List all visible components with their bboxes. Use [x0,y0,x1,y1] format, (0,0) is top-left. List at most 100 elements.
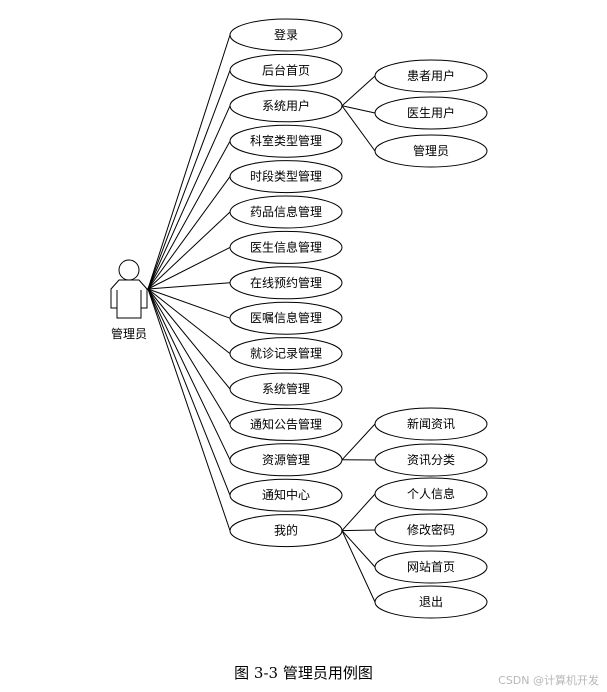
use-case-label: 医嘱信息管理 [250,310,322,325]
sub-case-logout: 退出 [374,585,488,619]
sub-case-admin: 管理员 [374,134,488,168]
sub-case-label: 新闻资讯 [407,416,455,431]
sub-link-logout [341,530,376,603]
use-case-ellipse [229,160,343,194]
use-case-label: 我的 [274,523,298,538]
actor-link-advice-info [147,288,231,319]
watermark: CSDN @计算机开发 [498,674,599,687]
actor-admin: 管理员 [110,259,148,341]
use-case-label: 后台首页 [262,62,310,77]
actor-link-slot-type [147,176,231,290]
use-case-ellipse [229,230,343,264]
actor-link-dept-type [147,140,231,290]
sub-link-news [341,423,376,461]
actor-link-resource-mgmt [147,288,231,461]
use-case-label: 就诊记录管理 [250,346,322,361]
use-case-system-users: 系统用户 [229,89,343,123]
actor-link-doctor-info [147,246,231,290]
sub-case-ellipse [374,443,488,477]
sub-case-label: 修改密码 [407,522,455,537]
connector-lines [147,34,376,603]
sub-case-patient-user: 患者用户 [374,59,488,93]
actor-body [110,279,148,319]
use-case-ellipse [229,478,343,512]
use-case-ellipse [229,443,343,477]
use-case-label: 通知公告管理 [250,416,322,431]
sub-link-admin [341,105,376,152]
sub-case-label: 退出 [419,595,443,609]
use-case-slot-type: 时段类型管理 [229,160,343,194]
sub-link-profile [341,493,376,531]
sub-case-ellipse [374,513,488,547]
use-case-ellipse [229,18,343,52]
actor-link-notice-center [147,288,231,496]
actor-link-system-users [147,105,231,290]
sub-link-doctor-user [341,105,376,114]
sub-link-site-home [341,530,376,568]
sub-case-ellipse [374,134,488,168]
use-case-label: 资源管理 [262,452,310,467]
use-case-backend-home: 后台首页 [229,53,343,87]
use-case-label: 时段类型管理 [250,169,322,184]
actor-label: 管理员 [111,326,147,341]
use-case-drug-info: 药品信息管理 [229,195,343,229]
use-case-online-appt: 在线预约管理 [229,266,343,300]
sub-case-label: 网站首页 [407,560,455,574]
use-case-label: 药品信息管理 [250,204,322,219]
use-case-visit-record: 就诊记录管理 [229,337,343,371]
use-case-label: 登录 [274,27,298,42]
sub-case-change-password: 修改密码 [374,513,488,547]
sub-case-ellipse [374,59,488,93]
use-case-notice-mgmt: 通知公告管理 [229,407,343,441]
sub-case-ellipse [374,550,488,584]
use-case-resource-mgmt: 资源管理 [229,443,343,477]
use-case-ellipse [229,89,343,123]
sub-case-ellipse [374,407,488,441]
use-case-label: 在线预约管理 [250,275,322,290]
use-case-ellipse [229,514,343,548]
use-case-label: 系统用户 [262,98,310,113]
sub-case-ellipse [374,585,488,619]
actor-link-backend-home [147,70,231,290]
use-case-mine: 我的 [229,514,343,548]
actor-link-system-mgmt [147,288,231,390]
actor-head [118,259,140,281]
actor-link-drug-info [147,211,231,290]
sub-case-news-category: 资讯分类 [374,443,488,477]
actor-link-visit-record [147,288,231,354]
actor-link-mine [147,288,231,531]
actor-link-login [147,34,231,290]
use-case-ellipse [229,53,343,87]
sub-case-label: 患者用户 [407,68,455,83]
use-case-ellipse [229,372,343,406]
sub-case-ellipse [374,477,488,511]
use-case-label: 通知中心 [262,487,310,502]
use-case-system-mgmt: 系统管理 [229,372,343,406]
actor-link-online-appt [147,282,231,290]
use-case-label: 科室类型管理 [250,133,322,148]
sub-case-site-home: 网站首页 [374,550,488,584]
use-case-ellipse [229,407,343,441]
use-case-ellipse [229,195,343,229]
sub-case-ellipse [374,96,488,130]
sub-link-patient-user [341,75,376,107]
actor-link-notice-mgmt [147,288,231,425]
sub-case-profile: 个人信息 [374,477,488,511]
use-case-advice-info: 医嘱信息管理 [229,301,343,335]
use-case-ellipse [229,301,343,335]
sub-case-doctor-user: 医生用户 [374,96,488,130]
use-case-ellipse [229,124,343,158]
sub-case-label: 医生用户 [407,105,455,120]
use-case-login: 登录 [229,18,343,52]
sub-case-news: 新闻资讯 [374,407,488,441]
figure-caption: 图 3-3 管理员用例图 [234,664,373,682]
use-case-doctor-info: 医生信息管理 [229,230,343,264]
sub-case-label: 管理员 [413,143,449,158]
sub-case-label: 个人信息 [407,486,455,501]
use-case-group: 登录后台首页系统用户科室类型管理时段类型管理药品信息管理医生信息管理在线预约管理… [229,18,343,548]
use-case-ellipse [229,337,343,371]
use-case-ellipse [229,266,343,300]
use-case-label: 系统管理 [262,381,310,396]
